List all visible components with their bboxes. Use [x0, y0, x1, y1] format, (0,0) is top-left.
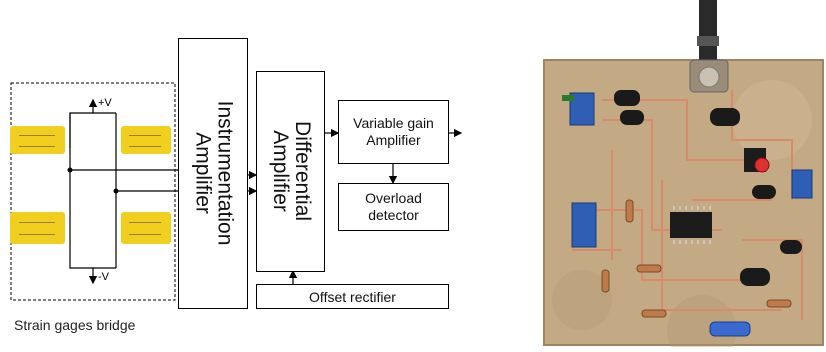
terminal-block-left [571, 202, 597, 248]
capacitor-6 [780, 240, 802, 254]
bridge-top-rail [69, 98, 98, 148]
circuit-board-photo [542, 0, 826, 352]
offset-rectifier-label: Offset rectifier [309, 288, 396, 305]
supply-negative-label: -V [98, 271, 109, 283]
differential-amplifier-block: Differential Amplifier [256, 71, 325, 272]
resistor-3 [625, 199, 634, 223]
resistor-4 [766, 299, 792, 308]
ic-14pin [670, 212, 712, 238]
overload-detector-label: Overload detector [365, 190, 422, 223]
resistor-5 [601, 269, 610, 293]
pcb-illustration [543, 0, 824, 352]
red-led [754, 157, 770, 173]
diagram-wiring [10, 82, 463, 301]
bridge-caption: Strain gages bridge [14, 317, 136, 333]
overload-detector-block: Overload detector [338, 183, 449, 231]
capacitor-3 [710, 108, 740, 126]
resistor-1 [636, 264, 662, 273]
block-diagram: +V -V Strain gages bridge Instrumentatio… [10, 38, 463, 333]
bridge-left-vertical [69, 113, 98, 285]
capacitor-1 [614, 90, 640, 106]
strain-gage-bottom-right [121, 212, 171, 244]
instrumentation-amplifier-block: Instrumentation Amplifier [178, 38, 248, 309]
instrumentation-amplifier-label: Instrumentation Amplifier [191, 101, 237, 246]
strain-gage-top-right [121, 126, 171, 154]
strain-gage-top-left [10, 126, 65, 154]
differential-amplifier-label: Differential Amplifier [268, 121, 314, 222]
trimmer [709, 321, 751, 337]
potentiometer-shaft [699, 0, 717, 62]
supply-positive-label: +V [98, 97, 112, 109]
variable-gain-amplifier-label: Variable gain Amplifier [353, 115, 434, 148]
variable-gain-amplifier-block: Variable gain Amplifier [338, 100, 449, 164]
strain-gage-bottom-left [10, 212, 65, 244]
capacitor-4 [752, 185, 776, 199]
terminal-block-right [791, 169, 813, 199]
offset-rectifier-block: Offset rectifier [256, 284, 449, 309]
resistor-2 [641, 309, 667, 318]
capacitor-5 [740, 268, 770, 286]
capacitor-2 [620, 110, 644, 125]
